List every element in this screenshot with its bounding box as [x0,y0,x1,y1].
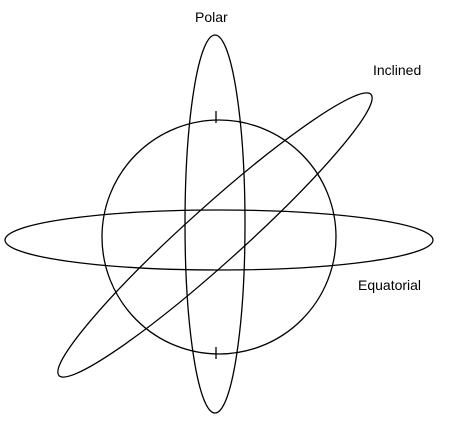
equatorial-orbit [5,210,433,270]
inclined-orbit [40,74,390,397]
polar-orbit [185,35,245,413]
inclined-label: Inclined [373,63,421,77]
earth-globe [102,120,336,354]
polar-label: Polar [195,10,228,24]
equatorial-label: Equatorial [358,278,421,292]
